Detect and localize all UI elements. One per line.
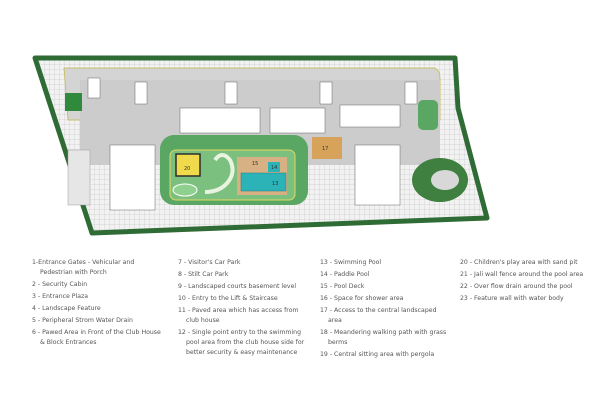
entrance-plaza xyxy=(67,149,91,206)
legend-item: 8 - Stilt Car Park xyxy=(178,271,229,278)
play-area xyxy=(175,153,201,177)
legend-item: 23 - Feature wall with water body xyxy=(460,295,564,302)
legend-item: 9 - Landscaped courts basement level xyxy=(178,283,297,290)
legend-item: 22 - Over flow drain around the pool xyxy=(460,283,573,290)
legend-item: 13 - Swimming Pool xyxy=(320,259,382,266)
legend-column-2: 7 - Visitor's Car Park 8 - Stilt Car Par… xyxy=(178,258,306,360)
legend-column-3: 13 - Swimming Pool 14 - Paddle Pool 15 -… xyxy=(320,258,448,362)
svg-text:17: 17 xyxy=(322,146,328,152)
svg-text:15: 15 xyxy=(252,161,258,167)
legend-item: 15 - Pool Deck xyxy=(320,283,365,290)
legend-column-4: 20 - Children's play area with sand pit … xyxy=(460,258,595,306)
legend-item: 11 - Paved area which has access from cl… xyxy=(178,307,299,324)
site-plan: 20 13 14 15 17 xyxy=(32,55,490,236)
walking-path xyxy=(204,153,235,194)
legend-item: 10 - Entry to the Lift & Staircase xyxy=(178,295,278,302)
legend-item: 1-Entrance Gates - Vehicular and Pedestr… xyxy=(32,259,135,276)
swimming-pool xyxy=(240,172,287,192)
residential-blocks xyxy=(87,77,418,211)
legend-item: 20 - Children's play area with sand pit xyxy=(460,259,578,266)
legend-item: 6 - Pawed Area in Front of the Club Hous… xyxy=(32,329,161,346)
svg-text:14: 14 xyxy=(271,165,277,171)
legend-item: 3 - Entrance Plaza xyxy=(32,293,89,300)
legend-item: 18 - Meandering walking path with grass … xyxy=(320,329,447,346)
legend-item: 16 - Space for shower area xyxy=(320,295,404,302)
paddle-pool xyxy=(268,162,280,172)
legend-item: 12 - Single point entry to the swimming … xyxy=(178,329,305,356)
legend-item: 7 - Visitor's Car Park xyxy=(178,259,241,266)
legend-item: 17 - Access to the central landscaped ar… xyxy=(320,307,437,324)
legend-item: 21 - Jali wall fence around the pool are… xyxy=(460,271,584,278)
legend-item: 5 - Peripheral Strom Water Drain xyxy=(32,317,133,324)
legend-column-1: 1-Entrance Gates - Vehicular and Pedestr… xyxy=(32,258,167,350)
svg-text:13: 13 xyxy=(272,181,278,187)
svg-text:20: 20 xyxy=(184,166,190,172)
legend-item: 19 - Central sitting area with pergola xyxy=(320,351,435,358)
legend-item: 14 - Paddle Pool xyxy=(320,271,370,278)
pergola-area xyxy=(312,137,342,159)
legend-item: 4 - Landscape Feature xyxy=(32,305,101,312)
legend-item: 2 - Security Cabin xyxy=(32,281,88,288)
